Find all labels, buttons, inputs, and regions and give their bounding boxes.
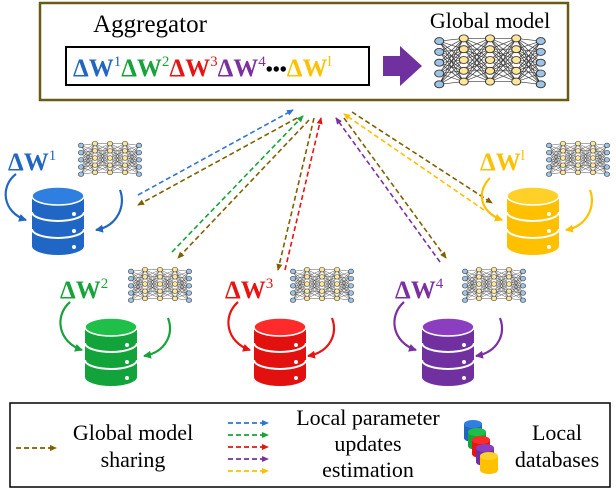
client-2-database-icon — [84, 317, 138, 386]
client-2-loop-left-arrow — [59, 301, 83, 352]
aggregate-arrow-icon — [383, 46, 422, 86]
client-l-loop-left-arrow — [480, 177, 503, 222]
updates-ellipsis: ••• — [266, 59, 287, 81]
upload-arrow-client-1 — [137, 109, 294, 196]
update-sup-l: l — [327, 54, 331, 70]
client-1-loop-left-arrow — [4, 173, 27, 222]
global-model-label: Global model — [430, 8, 550, 33]
client-1-network-icon — [77, 139, 143, 180]
update-sup-3: 3 — [210, 54, 218, 70]
client-2-loop-right-arrow — [143, 317, 171, 359]
legend-global-line2: sharing — [101, 447, 166, 472]
update-sup-1: 1 — [114, 54, 122, 70]
client-3-network-icon — [289, 265, 355, 306]
client-4-loop-right-arrow — [475, 317, 503, 359]
broadcast-arrow-client-l — [351, 111, 493, 204]
client-3-database-icon — [253, 317, 307, 386]
broadcast-arrow-client-3 — [276, 117, 315, 271]
client-4-database-icon — [421, 317, 475, 386]
legend-databases-icon — [464, 420, 498, 474]
update-sup-2: 2 — [162, 54, 170, 70]
client-4: ΔW4 — [393, 265, 527, 386]
legend-box — [9, 402, 611, 488]
client-1-loop-right-arrow — [95, 189, 123, 233]
client-3: ΔW3 — [225, 265, 355, 386]
update-symbol-l: W — [302, 55, 327, 82]
update-delta-1: Δ — [73, 55, 89, 82]
broadcast-arrow-client-1 — [137, 117, 298, 206]
update-delta-2: Δ — [121, 55, 137, 82]
broadcast-arrow-client-4 — [343, 117, 447, 259]
update-symbol-3: W — [185, 55, 210, 82]
upload-arrow-client-3 — [284, 117, 323, 271]
client-2: ΔW2 — [59, 265, 193, 386]
communication-arrows — [137, 109, 493, 271]
update-symbol-1: W — [89, 55, 114, 82]
aggregated-updates-text: ΔW1ΔW2ΔW3ΔW4•••ΔWl — [73, 54, 332, 82]
update-sup-4: 4 — [258, 54, 266, 70]
client-l-update-label: ΔWl — [480, 148, 525, 176]
client-3-loop-right-arrow — [307, 317, 335, 359]
legend-local-line1: Local parameter — [296, 405, 440, 430]
update-symbol-2: W — [137, 55, 162, 82]
client-1-update-label: ΔW1 — [8, 148, 56, 176]
upload-arrow-client-2 — [171, 115, 304, 253]
client-3-loop-left-arrow — [227, 301, 251, 352]
legend-local-line3: estimation — [322, 457, 414, 482]
client-3-update-label: ΔW3 — [225, 276, 273, 304]
upload-arrow-client-4 — [335, 117, 441, 263]
client-4-update-label: ΔW4 — [395, 276, 444, 304]
updates-box — [65, 46, 370, 86]
update-symbol-4: W — [233, 55, 258, 82]
update-delta-3: Δ — [169, 55, 185, 82]
legend-local-line2: updates — [334, 431, 401, 456]
client-1: ΔW1 — [4, 139, 143, 255]
legend-db-line1: Local — [532, 420, 582, 445]
client-l: ΔWl — [480, 139, 611, 255]
client-l-database-icon — [506, 186, 560, 255]
legend-local-arrows — [228, 420, 269, 474]
upload-arrow-client-l — [343, 113, 485, 211]
legend: Global model sharing Local parameter upd… — [9, 402, 611, 488]
client-l-network-icon — [545, 139, 611, 180]
client-2-update-label: ΔW2 — [60, 276, 108, 304]
legend-global-line1: Global model — [73, 420, 193, 445]
client-l-loop-right-arrow — [565, 189, 593, 233]
broadcast-arrow-client-2 — [177, 119, 310, 259]
client-4-network-icon — [461, 265, 527, 306]
global-model-network-icon — [433, 32, 547, 93]
client-2-network-icon — [127, 265, 193, 306]
client-1-database-icon — [31, 186, 85, 255]
aggregator-title: Aggregator — [93, 11, 208, 38]
legend-db-line2: databases — [515, 447, 599, 472]
client-4-loop-left-arrow — [393, 301, 417, 352]
update-delta-4: Δ — [218, 55, 234, 82]
update-delta-l: Δ — [287, 55, 303, 82]
